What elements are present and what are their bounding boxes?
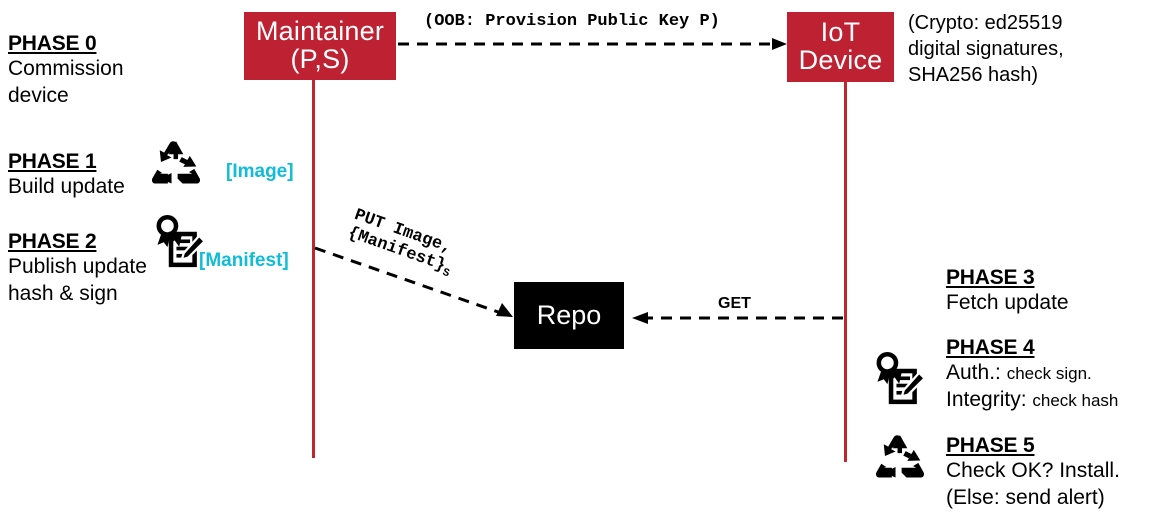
message-label-oob: (OOB: Provision Public Key P) — [424, 12, 720, 31]
phase5-title: PHASE 5 — [946, 434, 1035, 457]
phase5-line-0: Check OK? Install. — [946, 459, 1120, 482]
lifeline-iot-device — [844, 81, 847, 462]
actor-maintainer-line1: Maintainer — [255, 16, 385, 47]
phase-block-phase0: PHASE 0 Commission device — [8, 32, 124, 110]
phase4-line-0-small: check sign. — [1006, 364, 1092, 383]
phase2-line-0: Publish update — [8, 255, 147, 278]
actor-box-iot-device[interactable]: IoT Device — [787, 12, 894, 82]
phase5-line-1: (Else: send alert) — [946, 485, 1105, 509]
recycle-icon — [151, 141, 201, 184]
phase-block-phase1: PHASE 1 Build update — [8, 150, 125, 201]
message-arrow-oob — [398, 38, 787, 50]
note-crypto: (Crypto: ed25519 digital signatures, SHA… — [908, 10, 1064, 88]
phase-block-phase5: PHASE 5 Check OK? Install. (Else: send a… — [946, 434, 1120, 512]
phase-block-phase3: PHASE 3 Fetch update — [946, 266, 1069, 317]
message-label-get: GET — [718, 295, 751, 312]
phase4-line-1: Integrity: check hash — [946, 387, 1118, 414]
phase4-title: PHASE 4 — [946, 336, 1035, 359]
tag-manifest: [Manifest] — [199, 250, 289, 271]
phase0-title: PHASE 0 — [8, 32, 97, 55]
phase4-line-0-text: Auth.: — [946, 361, 1007, 384]
actor-iot-line2: Device — [798, 45, 883, 75]
actor-iot-line1: IoT — [820, 17, 861, 48]
phase0-line-0: Commission — [8, 57, 124, 80]
message-arrow-get — [632, 312, 843, 324]
phase4-line-0: Auth.: check sign. — [946, 360, 1118, 387]
actor-box-repo[interactable]: Repo — [514, 282, 624, 349]
phase0-line-1: device — [8, 83, 69, 107]
phase4-line-1-text: Integrity: — [946, 387, 1033, 411]
phase1-title: PHASE 1 — [8, 150, 97, 173]
phase1-line-0: Build update — [8, 175, 125, 198]
lifeline-maintainer — [312, 79, 315, 458]
phase4-line-1-small: check hash — [1032, 390, 1119, 410]
phase2-line-1: hash & sign — [8, 281, 118, 305]
signed-document-icon-phase4 — [876, 352, 927, 405]
actor-box-maintainer[interactable]: Maintainer (P,S) — [244, 12, 396, 80]
note-crypto-line1: (Crypto: ed25519 — [908, 12, 1063, 34]
signed-document-icon — [156, 215, 207, 268]
note-crypto-line3: SHA256 hash) — [908, 64, 1039, 86]
note-crypto-line2: digital signatures, — [908, 38, 1064, 60]
actor-maintainer-line2: (P,S) — [290, 44, 350, 74]
actor-repo-label: Repo — [536, 300, 602, 330]
phase-block-phase2: PHASE 2 Publish update hash & sign — [8, 230, 147, 308]
phase3-line-0: Fetch update — [946, 291, 1069, 314]
phase3-title: PHASE 3 — [946, 266, 1035, 289]
tag-image: [Image] — [226, 161, 294, 182]
message-arrow-put — [314, 246, 513, 317]
recycle-icon-phase5 — [875, 435, 925, 478]
phase2-title: PHASE 2 — [8, 230, 97, 253]
phase-block-phase4: PHASE 4 Auth.: check sign. Integrity: ch… — [946, 336, 1118, 414]
